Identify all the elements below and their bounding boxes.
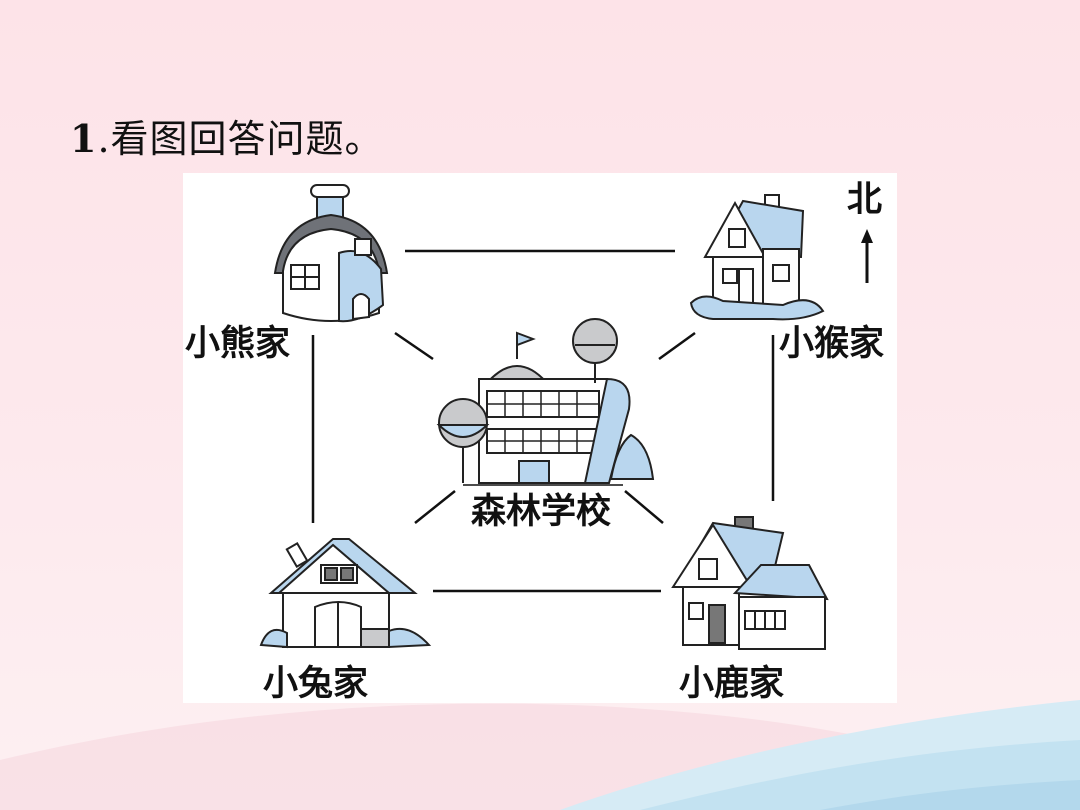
question-number: 1	[70, 116, 98, 161]
school-label: 森林学校	[471, 492, 612, 532]
path-rabbit-school	[414, 490, 456, 524]
north-arrow-icon	[861, 229, 873, 283]
map-paths	[311, 249, 775, 593]
path-monkey-school	[658, 331, 696, 361]
path-deer-school	[624, 490, 664, 524]
map-figure: 北 小熊家 小猴家 森林学校 小兔家 小鹿家	[183, 173, 897, 703]
rabbit-house-icon	[259, 538, 432, 649]
monkey-house-label: 小猴家	[779, 324, 885, 364]
question-text: .看图回答问题。	[97, 117, 384, 161]
path-bear-school	[394, 331, 434, 361]
map-drawing	[259, 184, 873, 650]
bear-house-icon	[273, 184, 389, 323]
deer-house-icon	[671, 516, 829, 650]
rabbit-house-label: 小兔家	[263, 664, 369, 704]
north-label: 北	[847, 180, 883, 220]
bear-house-label: 小熊家	[185, 324, 291, 364]
question-title: 1.看图回答问题。	[70, 108, 384, 163]
deer-house-label: 小鹿家	[679, 664, 785, 704]
school-building-icon	[436, 318, 655, 484]
monkey-house-icon	[689, 194, 825, 321]
